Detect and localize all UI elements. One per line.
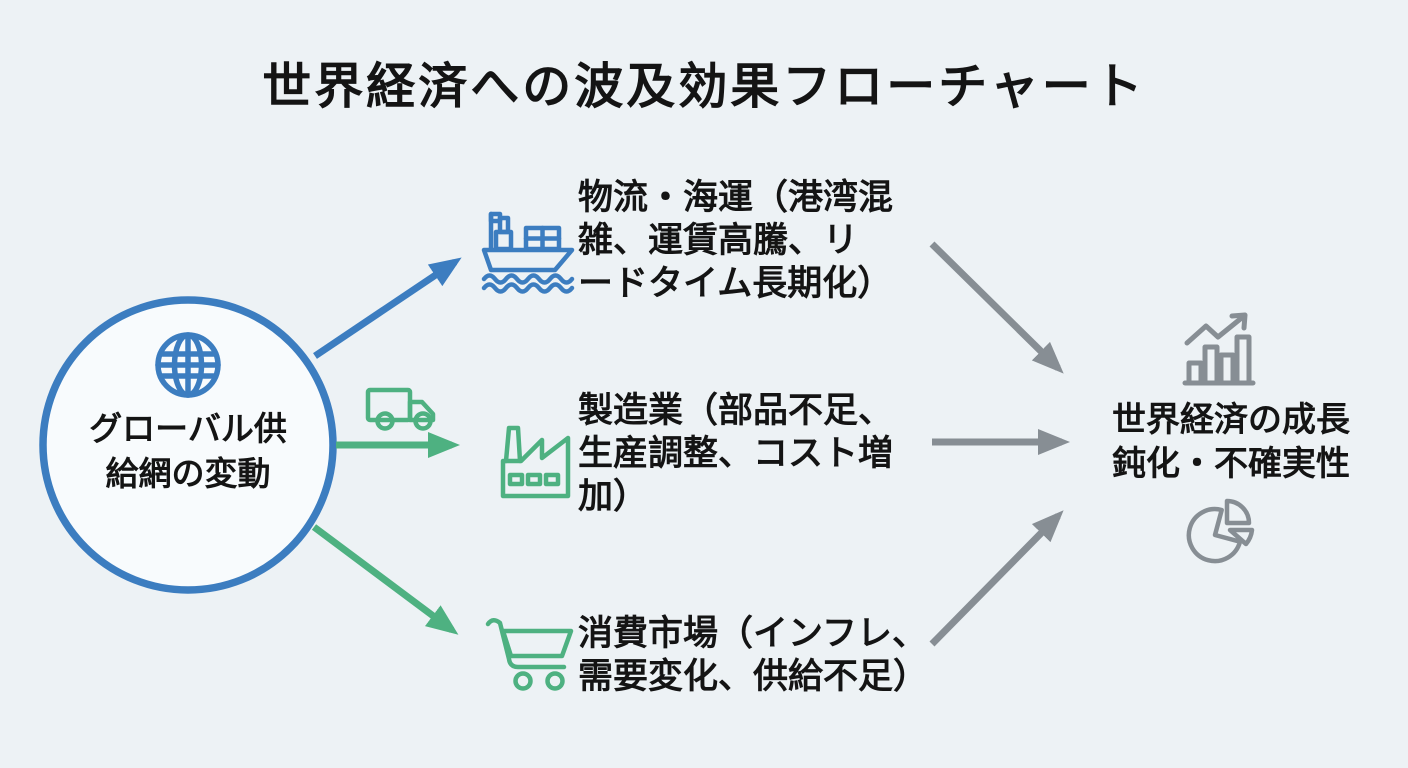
branch-label-logistics: 物流・海運（港湾混 雑、運賃高騰、リ ードタイム長期化） bbox=[578, 178, 894, 303]
factory-icon bbox=[500, 425, 571, 499]
arrow-consumer-to-outcome bbox=[929, 510, 1064, 647]
arrow-source-to-consumer bbox=[311, 524, 459, 635]
branch-label-manufacturing: 製造業（部品不足、 生産調整、コスト増 加） bbox=[578, 391, 894, 516]
ship-icon bbox=[481, 211, 575, 294]
arrow-logistics-to-outcome bbox=[929, 241, 1064, 374]
globe-icon bbox=[155, 332, 221, 398]
source-node-label: グローバル供 給網の変動 bbox=[89, 410, 287, 492]
cart-icon bbox=[485, 618, 574, 691]
source-node-circle bbox=[39, 296, 337, 594]
truck-icon bbox=[365, 387, 436, 431]
branch-label-consumer: 消費市場（インフレ、 需要変化、供給不足） bbox=[578, 614, 929, 696]
outcome-node-label: 世界経済の成長 鈍化・不確実性 bbox=[1112, 401, 1350, 483]
page-title: 世界経済への波及効果フローチャート bbox=[262, 60, 1146, 114]
arrow-source-to-logistics bbox=[313, 257, 462, 359]
pie-chart-icon bbox=[1186, 498, 1255, 564]
bar-chart-icon bbox=[1182, 312, 1256, 386]
